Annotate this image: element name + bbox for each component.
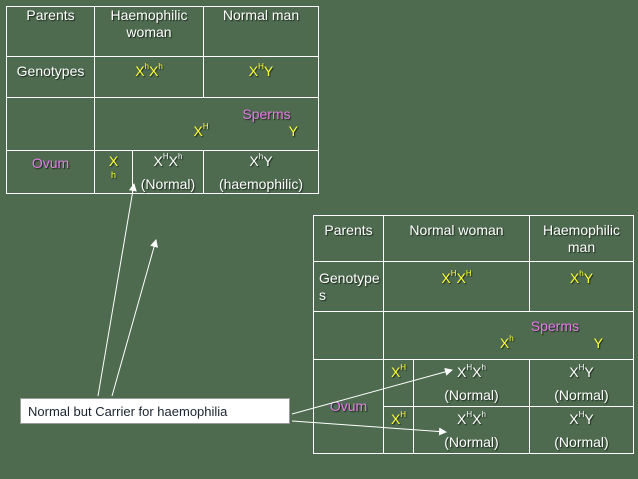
sperms-header: Sperms Xh Y (383, 311, 634, 360)
parents-header: Parents (6, 6, 95, 57)
arrow-to-table1-ovum (97, 183, 137, 397)
sperm-gametes: Xh Y (499, 334, 603, 352)
empty-corner (313, 311, 384, 360)
sperms-label: Sperms (530, 318, 579, 334)
offspring-son-1: XHY (Normal) (529, 359, 634, 407)
offspring-son: XhY (haemophilic) (203, 150, 319, 194)
offspring-daughter-2: XHXh (Normal) (413, 406, 530, 454)
cross-table-normal-woman: Parents Normal woman Haemophilic man Gen… (313, 215, 634, 454)
arrow-to-table1-daughter (111, 239, 158, 397)
ovum-label: Ovum (313, 359, 384, 454)
genotypes-label: Genotypes (313, 261, 384, 312)
genotypes-label: Genotypes (6, 56, 95, 98)
offspring-son-2: XHY (Normal) (529, 406, 634, 454)
ovum-gamete-2: XH (383, 406, 414, 454)
ovum-label: Ovum (6, 150, 95, 194)
ovum-gamete-1: XH (383, 359, 414, 407)
offspring-daughter-1: XHXh (Normal) (413, 359, 530, 407)
sperms-label: Sperms (242, 106, 291, 122)
mother-header: Haemophilic woman (94, 6, 204, 57)
mother-header: Normal woman (383, 215, 530, 262)
father-genotype: XhY (529, 261, 634, 312)
mother-genotype: XhXh (94, 56, 204, 98)
offspring-daughter: XHXh (Normal) (132, 150, 204, 194)
mother-genotype: XHXH (383, 261, 530, 312)
cross-table-haemophilic-woman: Parents Haemophilic woman Normal man Gen… (6, 6, 319, 194)
father-header: Haemophilic man (529, 215, 634, 262)
empty-corner (6, 97, 95, 151)
sperms-header: Sperms XH Y (94, 97, 319, 151)
carrier-note: Normal but Carrier for haemophilia (20, 398, 290, 424)
father-header: Normal man (203, 6, 319, 57)
sperm-gametes: XH Y (193, 122, 298, 140)
father-genotype: XHY (203, 56, 319, 98)
parents-header: Parents (313, 215, 384, 262)
